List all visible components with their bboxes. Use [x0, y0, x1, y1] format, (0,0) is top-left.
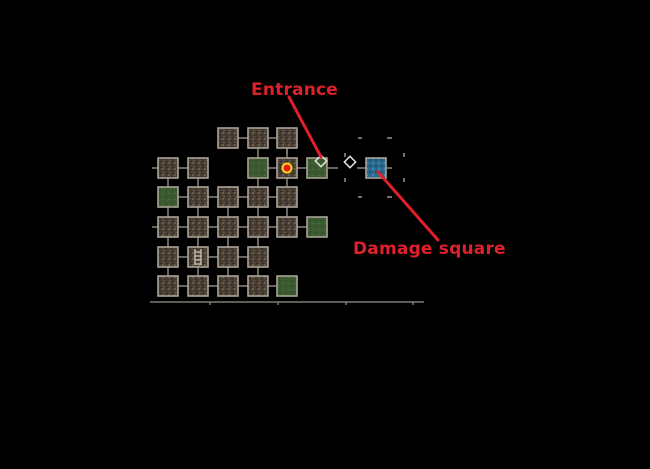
dirt-floor-room	[187, 275, 209, 297]
grass-room	[306, 216, 328, 238]
dirt-floor-room	[217, 275, 239, 297]
dirt-floor-room	[276, 186, 298, 208]
grass-room	[306, 157, 328, 179]
dirt-floor-room	[276, 127, 298, 149]
dirt-floor-room	[187, 157, 209, 179]
dirt-floor-room	[276, 216, 298, 238]
ladder-room	[187, 246, 209, 268]
dirt-floor-room	[157, 246, 179, 268]
grass-room	[276, 275, 298, 297]
dirt-floor-room	[187, 216, 209, 238]
dirt-floor-room	[187, 186, 209, 208]
map-extras	[314, 137, 405, 198]
player-marker-room	[276, 157, 298, 179]
dirt-floor-room	[247, 246, 269, 268]
entrance-arrow	[287, 95, 323, 159]
annotation-arrows	[287, 95, 440, 242]
door-diamond-icon	[314, 154, 328, 168]
dirt-floor-room	[217, 246, 239, 268]
damage-square-label: Damage square	[353, 239, 506, 259]
dirt-floor-room	[247, 186, 269, 208]
dirt-floor-room	[217, 216, 239, 238]
dirt-floor-room	[157, 157, 179, 179]
grass-room	[157, 186, 179, 208]
dirt-floor-room	[247, 127, 269, 149]
damage-arrow	[376, 170, 440, 242]
player-marker-core	[283, 164, 291, 172]
map-baseline	[150, 301, 424, 305]
dirt-floor-room	[157, 216, 179, 238]
dirt-floor-room	[217, 186, 239, 208]
map-rooms	[157, 127, 328, 297]
entrance-label: Entrance	[251, 80, 339, 100]
door-diamond-icon	[343, 155, 357, 169]
dirt-floor-room	[247, 275, 269, 297]
dirt-floor-room	[247, 216, 269, 238]
ladder-icon	[194, 249, 202, 265]
dirt-floor-room	[157, 275, 179, 297]
damage-square-room	[365, 157, 387, 179]
grass-room	[247, 157, 269, 179]
room-connectors	[152, 137, 307, 287]
dirt-floor-room	[217, 127, 239, 149]
